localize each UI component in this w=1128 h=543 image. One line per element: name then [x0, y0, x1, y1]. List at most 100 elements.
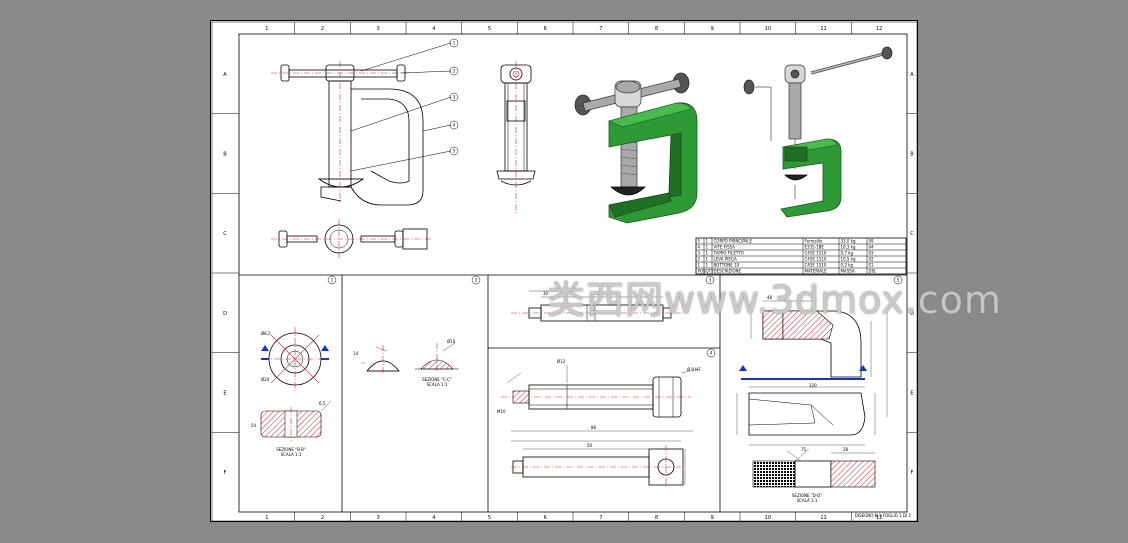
zone-label-bottom: 1	[265, 515, 268, 521]
zone-label-right: A	[910, 72, 914, 78]
bom-header-cell: MATERIALE	[805, 269, 828, 274]
zone-label-top: 7	[599, 26, 602, 32]
zone-label-right: C	[910, 231, 914, 237]
zone-label-top: 3	[377, 26, 380, 32]
section-captions: SEZIONE "B-B" SCALA 1:1 SEZIONE "C-C" SC…	[276, 377, 822, 503]
side-view	[496, 61, 536, 213]
bom-cell: 1	[706, 257, 709, 262]
clamp-3d-exploded	[743, 46, 893, 218]
bom-cell: Ferrosilio	[805, 239, 824, 244]
zone-label-top: 5	[488, 26, 491, 32]
zone-label-top: 2	[321, 26, 324, 32]
view-section-bb	[260, 327, 332, 441]
dim-text: Ø20	[261, 377, 270, 382]
dim-text: 75	[801, 447, 807, 452]
bom-cell: 04	[869, 245, 875, 250]
view-screw	[501, 365, 700, 489]
dim-text: 54	[251, 423, 257, 428]
zone-label-bottom: 2	[321, 515, 324, 521]
zone-label-bottom: 6	[544, 515, 547, 521]
bom-cell: 33,0 kg	[841, 239, 856, 244]
zone-label-left: E	[223, 391, 226, 397]
dimension-texts: Ø8,2 Ø20 54 6,5 14 Ø10 30 20 Ø 9 H7 86 Ø…	[251, 291, 849, 452]
callout-bubble	[449, 66, 459, 76]
view-number-2: 2	[475, 278, 478, 283]
bom-cell: 03	[869, 251, 875, 256]
dim-text: M10	[497, 409, 506, 414]
bom-cell: 1	[706, 251, 709, 256]
dim-text: 14	[353, 351, 359, 356]
bom-header-cell: DESCRIZIONE	[714, 269, 742, 274]
bom-cell: 10,5 kg	[841, 257, 856, 262]
bom-cell: 01	[869, 263, 875, 268]
bom-cell: 1	[698, 263, 701, 268]
bom-cell: E335-1BE	[805, 245, 825, 250]
scale-label: SCALA 1:1	[797, 498, 818, 503]
zone-label-top: 4	[432, 26, 435, 32]
bom-cell: 1	[706, 245, 709, 250]
section-label: SEZIONE "D-D"	[792, 493, 822, 498]
view-number-1: 1	[331, 278, 334, 283]
dim-text: 120	[809, 383, 817, 388]
dim-text: Ø 9 H7	[687, 367, 701, 372]
dim-text: 20	[597, 291, 603, 296]
zone-label-right: E	[910, 391, 913, 397]
callout-bubble	[449, 146, 459, 156]
bom-cell: 10,3 kg	[841, 245, 856, 250]
dim-text: 86	[591, 425, 597, 430]
callout-bubble	[449, 120, 459, 130]
bom-header-cell: MASSA	[841, 269, 855, 274]
front-view	[271, 61, 424, 206]
bom-cell: VITE FISSA	[714, 245, 736, 250]
dim-text: 20	[797, 295, 803, 300]
view-section-cc	[361, 342, 459, 375]
view-pin	[511, 290, 681, 322]
bom-cell: 3	[698, 251, 701, 256]
scale-label: SCALA 1:1	[427, 382, 448, 387]
callout-number: 2	[453, 69, 456, 74]
zone-label-bottom: 5	[488, 515, 491, 521]
zone-label-bottom: 11	[820, 515, 826, 521]
view-number-5: 5	[897, 278, 900, 283]
bom-cell: C45E 1510	[805, 263, 827, 268]
dim-text: Ø10	[447, 339, 456, 344]
clamp-3d-assembled	[574, 72, 698, 224]
dim-text: Ø12	[557, 359, 566, 364]
bom-header-cell: DIS.	[869, 269, 877, 274]
zone-label-left: B	[223, 152, 227, 158]
zone-label-bottom: 8	[655, 515, 658, 521]
dim-text: 28	[843, 447, 849, 452]
scale-label: SCALA 1:1	[281, 452, 302, 457]
zone-label-bottom: 10	[765, 515, 771, 521]
callout-number: 5	[453, 149, 456, 154]
section-label: SEZIONE "B-B"	[276, 447, 306, 452]
view-number-4: 4	[710, 351, 713, 356]
bom-cell: 0,7 kg	[841, 251, 854, 256]
bom-header-cell: POS	[698, 269, 707, 274]
section-label: SEZIONE "C-C"	[422, 377, 452, 382]
dim-text: 6,5	[319, 401, 326, 406]
zone-label-top: 1	[265, 26, 268, 32]
zone-label-left: D	[223, 311, 227, 317]
zone-label-top: 8	[655, 26, 658, 32]
bom-cell: 02	[869, 257, 875, 262]
bom-cell: 1	[706, 239, 709, 244]
bom-cell: CORPO PRINCIPALE	[714, 239, 753, 244]
sheet-footer: DISEGNO N.1 FOGLIO 1 DI 1	[855, 513, 912, 518]
zone-label-bottom: 3	[377, 515, 380, 521]
zone-label-top: 6	[544, 26, 547, 32]
zone-label-bottom: 9	[711, 515, 714, 521]
zone-label-top: 10	[765, 26, 771, 32]
zone-label-top: 11	[820, 26, 826, 32]
view-number-markers: 1 2 3 4 5	[327, 275, 903, 358]
zone-label-bottom: 4	[432, 515, 435, 521]
bom-cell: 09	[869, 239, 875, 244]
bom-cell: 5	[698, 239, 701, 244]
zone-label-right: D	[910, 311, 914, 317]
zone-label-left: F	[224, 470, 227, 476]
